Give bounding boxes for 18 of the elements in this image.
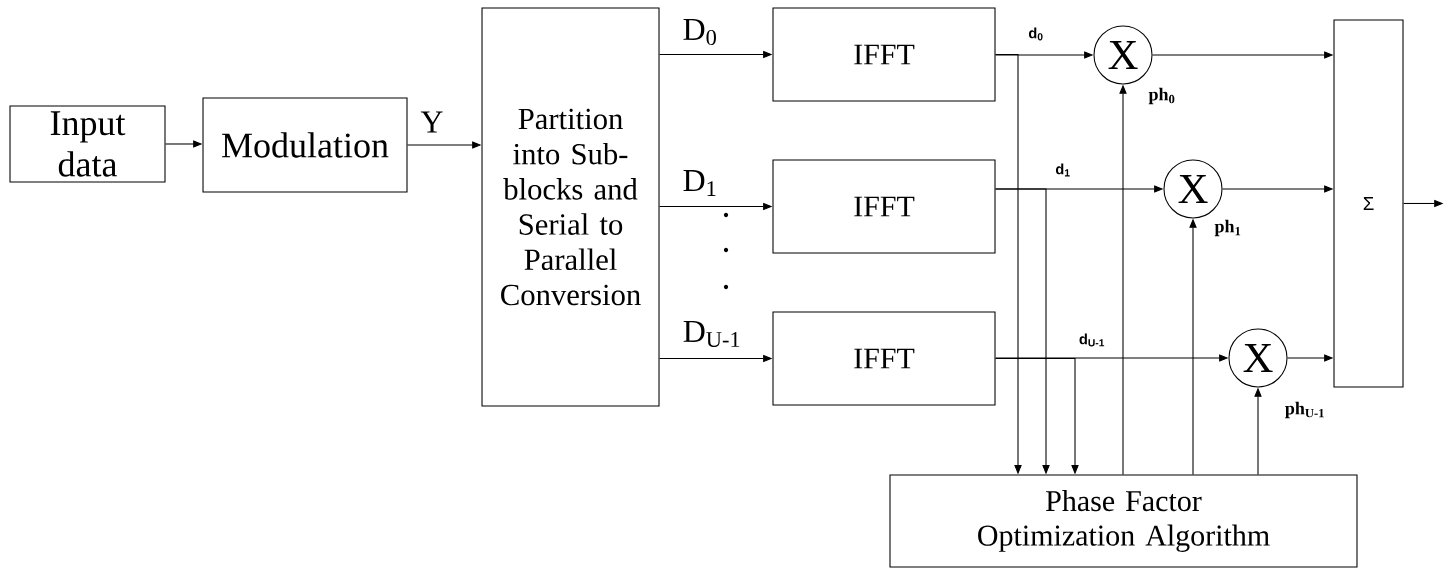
summation-box: Σ: [1333, 19, 1404, 388]
edge-label: ph$_{0}$: [1147, 86, 1177, 106]
edge-label: d$_{1}$: [1054, 162, 1072, 178]
edge-label: d$_{U-1}$: [1077, 332, 1107, 348]
process-box: Partition into Sub-blocks and Serial to Parallel Conversion: [481, 7, 660, 407]
process-box: Modulation: [202, 97, 408, 193]
edge-label: d$_{0}$: [1027, 26, 1045, 42]
process-box: IFFT: [772, 311, 996, 406]
edge-label: D$_{0}$: [681, 17, 719, 47]
edge-label: ph$_{U-1}$: [1283, 400, 1327, 420]
edge-label: D$_{1}$: [681, 168, 719, 198]
process-box: Input data: [9, 105, 166, 183]
edge-label: D$_{U-1}$: [681, 319, 743, 349]
process-box: Phase Factor Optimization Algorithm: [889, 474, 1358, 568]
process-box: IFFT: [772, 159, 996, 254]
process-box: IFFT: [772, 7, 996, 102]
edge-label: ph$_{1}$: [1213, 218, 1243, 238]
edge-label: Y: [419, 110, 445, 134]
